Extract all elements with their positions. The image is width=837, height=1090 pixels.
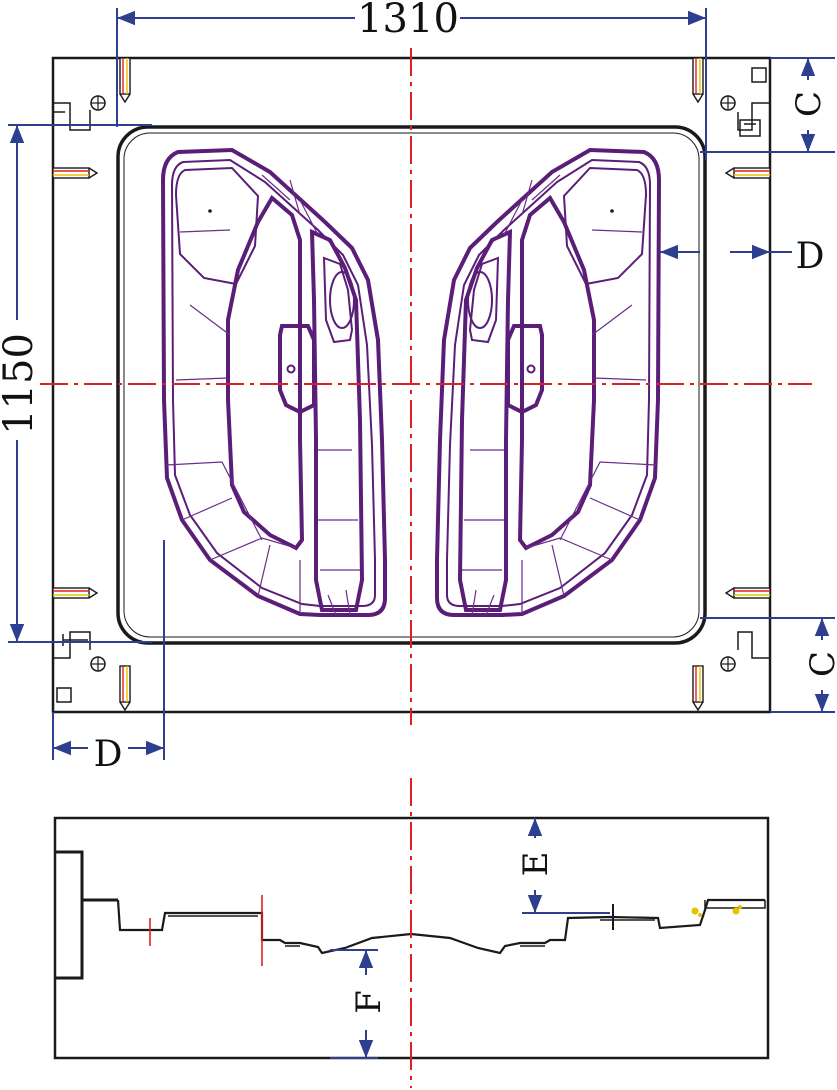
width-label: 1310 [357, 0, 459, 42]
guide-pin [52, 587, 98, 599]
guide-pin [52, 167, 98, 179]
d-bottom-label: D [94, 734, 123, 775]
guide-pin [692, 57, 704, 103]
height-label: 1150 [0, 333, 42, 435]
section-view: E F [53, 778, 770, 1088]
f-dimension: F [330, 949, 389, 1059]
c-bottom-dimension: C [700, 617, 837, 713]
top-view: 1310 1150 C C [0, 0, 837, 775]
d-right-dimension: D [660, 236, 824, 277]
e-label: E [516, 852, 556, 877]
c-top-dimension: C [700, 57, 835, 153]
guide-pin [119, 57, 131, 103]
door-panel-left [161, 148, 387, 617]
c-bottom-label: C [803, 651, 837, 677]
guide-pin [119, 665, 131, 711]
d-bottom-dimension: D [52, 540, 165, 775]
section-profile [116, 898, 765, 955]
height-dimension: 1150 [0, 124, 152, 643]
f-label: F [349, 990, 389, 1014]
d-right-label: D [796, 236, 825, 277]
door-panel-right [435, 148, 661, 617]
guide-pin [725, 587, 771, 599]
e-dimension: E [516, 818, 610, 914]
guide-pin [692, 665, 704, 711]
guide-pin [725, 167, 771, 179]
width-dimension: 1310 [116, 0, 707, 160]
c-top-label: C [789, 91, 829, 117]
